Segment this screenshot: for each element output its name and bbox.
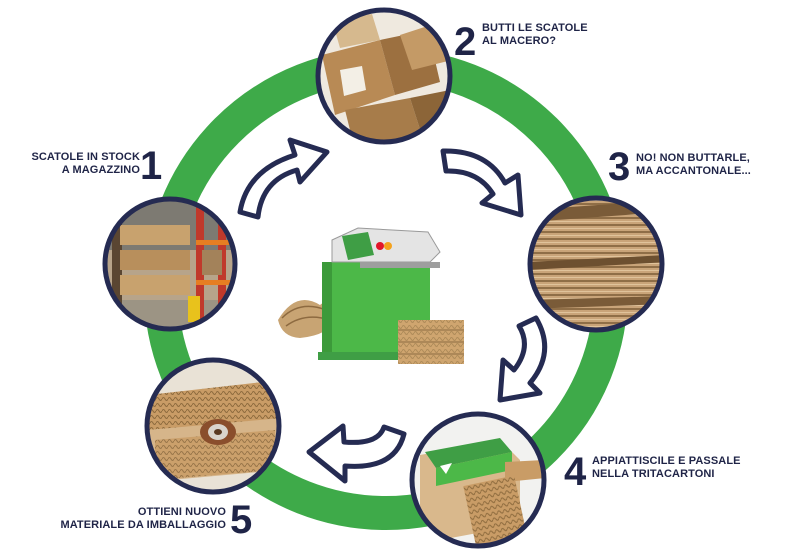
arrow-4-to-5 [306, 423, 407, 484]
step-1-label: SCATOLE IN STOCK A MAGAZZINO [24, 151, 140, 177]
step-4-line2: NELLA TRITACARTONI [592, 468, 715, 480]
step-1-line1: SCATOLE IN STOCK [31, 151, 140, 163]
step-3-line2: MA ACCANTONALE... [636, 165, 751, 177]
step-5-line2: MATERIALE DA IMBALLAGGIO [60, 519, 226, 531]
step-3-photo [527, 195, 665, 333]
step-5-photo [144, 357, 282, 495]
step-5-number: 5 [230, 498, 253, 542]
step-2-number: 2 [454, 20, 477, 64]
step-2-label: BUTTI LE SCATOLE AL MACERO? [482, 22, 622, 48]
step-4-photo [409, 411, 547, 549]
step-1-number: 1 [140, 144, 163, 188]
step-1-photo [102, 196, 238, 332]
step-1-line2: A MAGAZZINO [61, 164, 140, 176]
step-5-line1: OTTIENI NUOVO [137, 506, 226, 518]
step-2-line1: BUTTI LE SCATOLE [482, 22, 588, 34]
step-4-label: APPIATTISCILE E PASSALE NELLA TRITACARTO… [592, 455, 792, 481]
step-3-number: 3 [608, 145, 631, 189]
step-4-line1: APPIATTISCILE E PASSALE [592, 455, 741, 467]
step-3-label: NO! NON BUTTARLE, MA ACCANTONALE... [636, 152, 796, 178]
arrow-3-to-4 [497, 315, 548, 403]
arrow-1-to-2 [237, 137, 330, 220]
cardboard-shredder-machine-icon [278, 227, 464, 364]
step-4-number: 4 [564, 450, 587, 494]
step-2-line2: AL MACERO? [482, 35, 557, 47]
arrow-2-to-3 [440, 148, 524, 218]
step-5-label: OTTIENI NUOVO MATERIALE DA IMBALLAGGIO [30, 506, 226, 532]
step-2-photo [315, 7, 453, 145]
step-3-line1: NO! NON BUTTARLE, [636, 152, 750, 164]
